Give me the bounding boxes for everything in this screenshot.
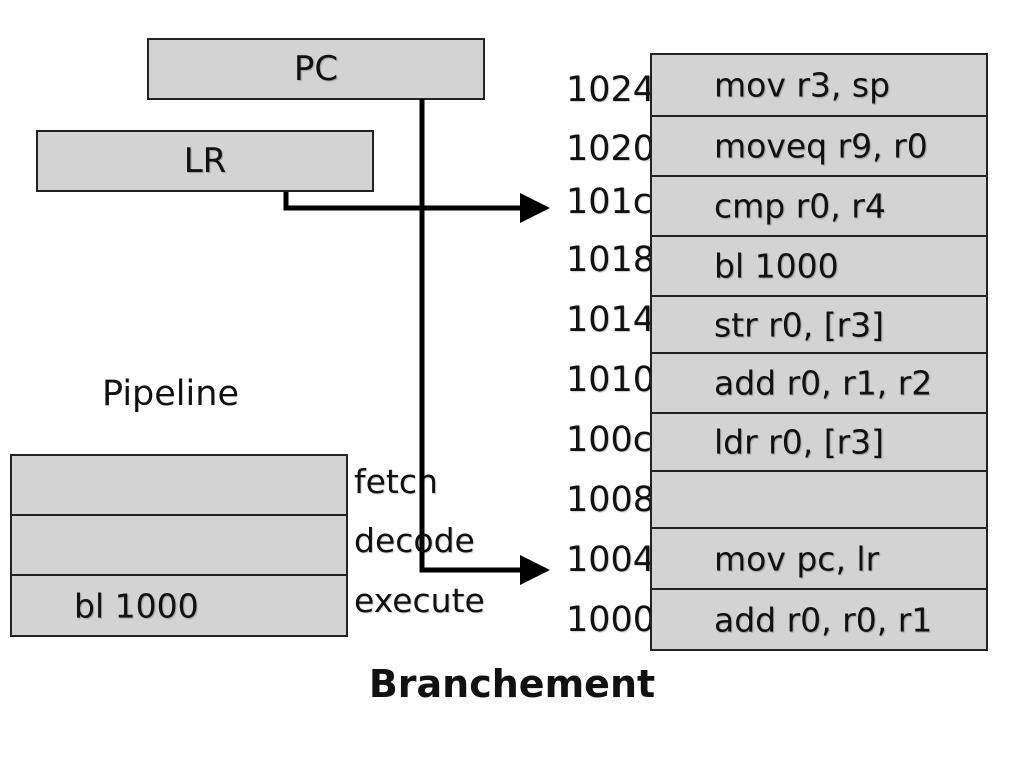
memory-row: bl 1000: [652, 237, 986, 297]
memory-address: 100c: [566, 420, 653, 460]
lr-arrow: [283, 192, 550, 223]
memory-instruction: str r0, [r3]: [714, 305, 885, 344]
memory-instruction: add r0, r0, r1: [714, 600, 933, 639]
memory-block: mov r3, sp moveq r9, r0 cmp r0, r4 bl 10…: [650, 53, 988, 651]
memory-row: [652, 472, 986, 529]
pc-register: PC: [147, 38, 485, 100]
memory-address: 1020: [566, 129, 656, 169]
stage-label-execute: execute: [354, 581, 485, 620]
stage-label-decode: decode: [354, 521, 475, 560]
memory-row: mov r3, sp: [652, 55, 986, 117]
memory-row: cmp r0, r4: [652, 177, 986, 237]
memory-instruction: bl 1000: [714, 246, 839, 286]
memory-row: moveq r9, r0: [652, 117, 986, 177]
memory-address: 1000: [566, 600, 656, 640]
lr-register: LR: [36, 130, 374, 192]
memory-address: 1004: [566, 540, 656, 580]
memory-address: 1018: [566, 240, 656, 280]
memory-address: 1008: [566, 480, 656, 520]
memory-address: 1014: [566, 300, 656, 340]
pipeline-stage-fetch: [12, 456, 346, 516]
pc-register-label: PC: [293, 49, 339, 89]
memory-instruction: mov r3, sp: [714, 65, 891, 105]
memory-instruction: ldr r0, [r3]: [714, 422, 885, 462]
memory-address: 101c: [566, 182, 653, 222]
memory-row: ldr r0, [r3]: [652, 414, 986, 472]
pc-arrow: [419, 99, 550, 585]
memory-instruction: cmp r0, r4: [714, 186, 886, 226]
lr-register-label: LR: [183, 141, 227, 181]
memory-address: 1010: [566, 360, 656, 400]
pipeline-title: Pipeline: [102, 374, 239, 414]
memory-address: 1024: [566, 70, 656, 110]
pipeline-stage-decode: [12, 516, 346, 576]
memory-instruction: moveq r9, r0: [714, 126, 928, 166]
diagram-title: Branchement: [368, 662, 656, 706]
memory-row: str r0, [r3]: [652, 297, 986, 354]
memory-row: add r0, r1, r2: [652, 354, 986, 414]
memory-instruction: mov pc, lr: [714, 539, 880, 578]
memory-instruction: add r0, r1, r2: [714, 363, 933, 403]
stage-label-fetch: fetch: [354, 462, 438, 501]
memory-row: add r0, r0, r1: [652, 590, 986, 649]
pipeline-stage-content: bl 1000: [74, 586, 199, 625]
memory-row: mov pc, lr: [652, 529, 986, 590]
pipeline-stage-execute: bl 1000: [12, 576, 346, 635]
pipeline-block: bl 1000: [10, 454, 348, 637]
